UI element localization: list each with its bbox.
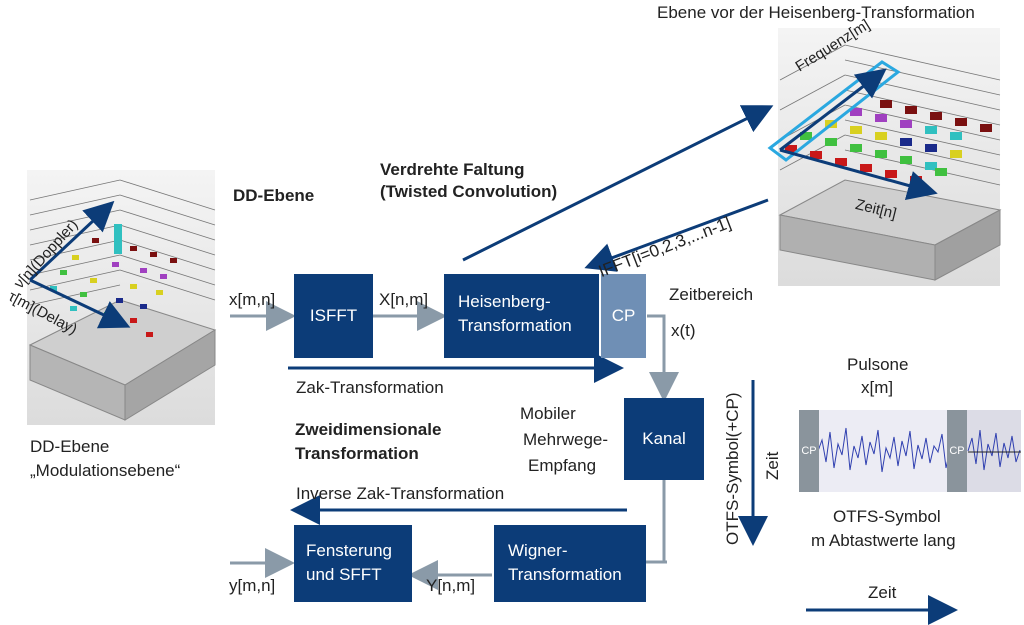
heisenberg-plane-grid <box>767 44 1002 281</box>
cp-label: CP <box>611 306 636 325</box>
otfs-waveform <box>799 410 1021 492</box>
wigner-block: Wigner- Transformation <box>494 525 646 602</box>
isfft-block: ISFFT <box>294 274 373 358</box>
zweidim-label-2: Transformation <box>295 444 419 463</box>
fensterung-label-1: Fensterung <box>306 541 392 560</box>
cp2-bar: CP <box>947 410 967 492</box>
y-mn-label: y[m,n] <box>229 576 276 595</box>
mobiler-label-2: Mehrwege- <box>523 430 609 449</box>
pulsone-label-1: Pulsone <box>847 355 909 374</box>
zweidim-label-1: Zweidimensionale <box>295 420 442 439</box>
pulsone-label-2: x[m] <box>861 378 894 397</box>
heisenberg-label-1: Heisenberg- <box>458 292 551 311</box>
kanal-block: Kanal <box>624 398 704 480</box>
otfs-symbol-label-2: m Abtastwerte lang <box>811 531 956 550</box>
mobiler-label-1: Mobiler <box>520 404 576 423</box>
heisenberg-label-2: Transformation <box>458 316 572 335</box>
fensterung-block: Fensterung und SFFT <box>294 525 412 602</box>
twisted-convolution-2: (Twisted Convolution) <box>380 182 558 201</box>
heisenberg-plane-title: Ebene vor der Heisenberg-Transformation <box>657 3 975 22</box>
zeit-vertical-label: Zeit <box>763 451 782 480</box>
wigner-label-1: Wigner- <box>508 541 568 560</box>
zak-transformation-label: Zak-Transformation <box>296 378 444 397</box>
X-nm-label: X[n,m] <box>379 290 429 309</box>
kanal-label: Kanal <box>642 429 686 448</box>
Y-nm-label: Y[n,m] <box>426 576 476 595</box>
twisted-convolution-1: Verdrehte Faltung <box>380 160 525 179</box>
zeitbereich-label: Zeitbereich <box>669 285 754 304</box>
otfs-symbol-cp-label: OTFS-Symbol(+CP) <box>723 392 742 545</box>
mobiler-label-3: Empfang <box>528 456 597 475</box>
x-t-label: x(t) <box>671 321 696 340</box>
otfs-symbol-label-1: OTFS-Symbol <box>833 507 941 526</box>
inverse-zak-label: Inverse Zak-Transformation <box>296 484 505 503</box>
zeit-bottom-label: Zeit <box>868 583 897 602</box>
cp1-bar: CP <box>799 410 819 492</box>
dd-plane-grid <box>28 179 217 421</box>
dd-ebene-heading: DD-Ebene <box>233 186 315 205</box>
fensterung-label-2: und SFFT <box>306 565 382 584</box>
flow-arrows <box>230 105 958 625</box>
cp-block: CP <box>601 274 646 358</box>
wigner-label-2: Transformation <box>508 565 622 584</box>
x-mn-label: x[m,n] <box>229 290 276 309</box>
isfft-label: ISFFT <box>309 306 358 325</box>
dd-plane-caption-1: DD-Ebene <box>30 437 110 456</box>
heisenberg-block: Heisenberg- Transformation <box>444 274 599 358</box>
dd-plane-caption-2: „Modulationsebene“ <box>30 461 181 480</box>
